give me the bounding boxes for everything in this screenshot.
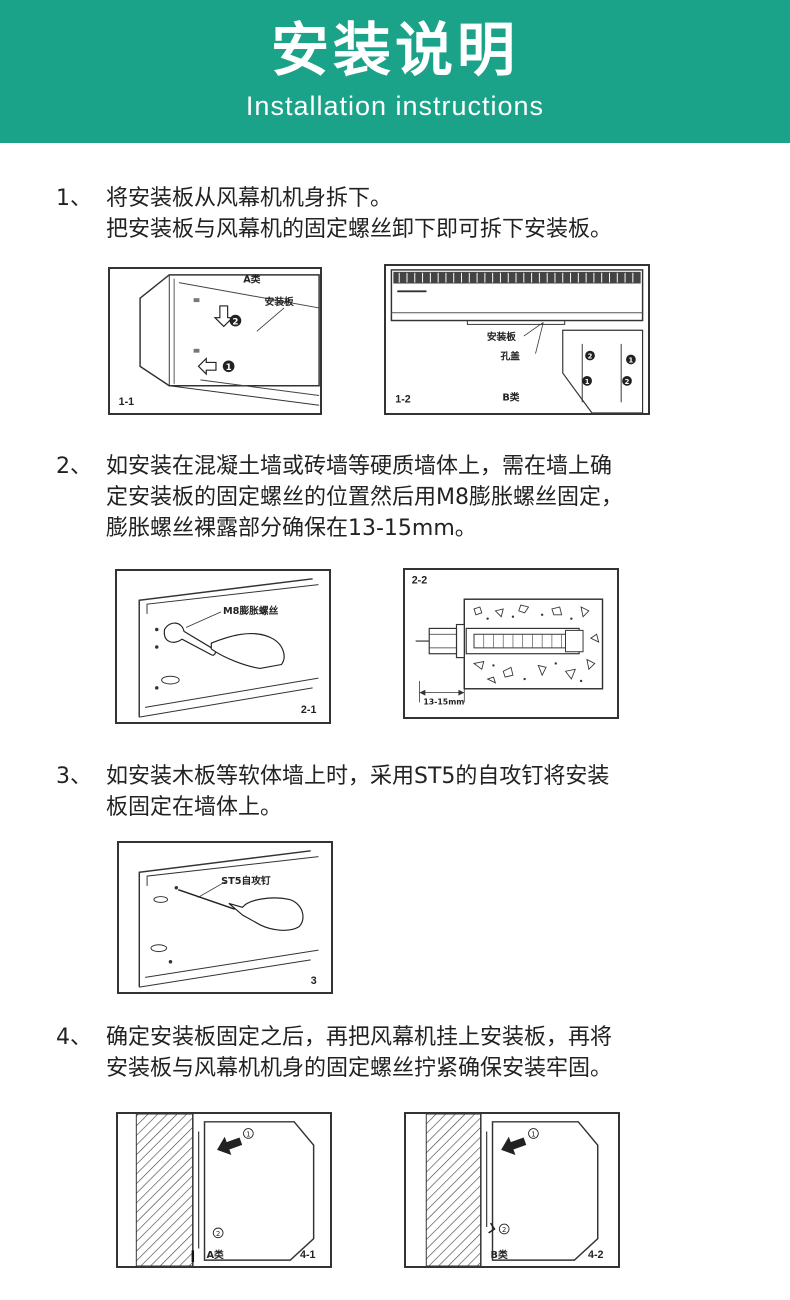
step-4-line-1: 4、确定安装板固定之后，再把风幕机挂上安装板，再将 [56,1022,756,1053]
step-2-line-2: 定安装板的固定螺丝的位置然后用M8膨胀螺丝固定， [106,485,623,510]
figure-2-2: 2-2 13-15mm [403,568,619,719]
figure-2-2-dimension: 13-15mm [423,697,464,706]
figure-1-1-type-label: A类 [243,273,261,286]
figure-1-2-callout-plate: 安装板 [487,330,516,343]
figure-4-2-id: 4-2 [588,1249,604,1261]
svg-text:2: 2 [232,317,238,327]
figure-3: ST5自攻钉 3 [117,841,333,994]
step-2: 2、如安装在混凝土墙或砖墙等硬质墙体上，需在墙上确 定安装板的固定螺丝的位置然后… [56,451,756,544]
figure-2-2-id: 2-2 [412,575,428,587]
svg-text:2: 2 [588,352,593,360]
figure-3-callout: ST5自攻钉 [221,874,271,887]
step-1-line-1: 1、将安装板从风幕机机身拆下。 [56,183,756,214]
figure-1-2: 2 1 1 2 安装板 孔盖 1-2 B类 [384,264,650,415]
svg-text:2: 2 [502,1226,506,1234]
figure-4-1: 1 2 A类 4-1 [116,1112,332,1268]
svg-text:1: 1 [585,378,590,386]
figure-1-1-callout: 安装板 [265,295,294,308]
step-2-line-1: 2、如安装在混凝土墙或砖墙等硬质墙体上，需在墙上确 [56,451,756,482]
figure-4-1-id: 4-1 [300,1249,316,1261]
figure-1-1: 2 1 A类 安装板 1-1 [108,267,322,415]
svg-text:2: 2 [625,378,630,386]
step-3-number: 3、 [56,764,92,789]
figure-4-2-drawing: 1 2 B类 4-2 [425,1114,604,1266]
figure-2-1-callout: M8膨胀螺丝 [223,604,279,617]
step-2-number: 2、 [56,454,92,479]
figure-1-2-id: 1-2 [395,393,411,405]
header-banner: 安装说明 Installation instructions [0,0,790,143]
step-1-number: 1、 [56,186,92,211]
figure-2-1: M8膨胀螺丝 2-1 [115,569,331,724]
step-4-number: 4、 [56,1025,92,1050]
step-4: 4、确定安装板固定之后，再把风幕机挂上安装板，再将 安装板与风幕机机身的固定螺丝… [56,1022,756,1084]
svg-text:1: 1 [226,363,232,373]
page-subtitle: Installation instructions [245,91,545,121]
step-3-line-1: 3、如安装木板等软体墙上时，采用ST5的自攻钉将安装 [56,761,756,792]
step-3-line-2: 板固定在墙体上。 [106,795,283,820]
step-3: 3、如安装木板等软体墙上时，采用ST5的自攻钉将安装 板固定在墙体上。 [56,761,756,823]
svg-text:2: 2 [216,1230,220,1238]
step-1: 1、将安装板从风幕机机身拆下。 把安装板与风幕机的固定螺丝卸下即可拆下安装板。 [56,183,756,245]
step-1-line-2: 把安装板与风幕机的固定螺丝卸下即可拆下安装板。 [106,217,613,242]
figure-4-1-drawing: 1 2 A类 4-1 [135,1114,316,1266]
figure-3-id: 3 [311,975,317,987]
figure-2-1-id: 2-1 [301,704,317,716]
svg-text:1: 1 [531,1130,535,1138]
svg-text:1: 1 [246,1130,250,1138]
figure-3-drawing: ST5自攻钉 3 [138,850,319,988]
figure-1-2-type-label: B类 [502,390,519,403]
figure-4-2-type-label: B类 [491,1248,508,1261]
step-2-line-3: 膨胀螺丝裸露部分确保在13-15mm。 [106,516,477,541]
figure-1-1-drawing: 2 1 A类 安装板 1-1 [119,273,320,408]
figure-2-2-drawing: 2-2 13-15mm [412,575,604,706]
figure-1-2-drawing: 2 1 1 2 安装板 孔盖 1-2 B类 [390,269,644,413]
page-title: 安装说明 [270,16,519,84]
figure-1-1-id: 1-1 [119,396,135,408]
svg-text:1: 1 [629,356,634,364]
figure-4-2: 1 2 B类 4-2 [404,1112,620,1268]
figure-4-1-type-label: A类 [206,1248,224,1261]
step-4-line-2: 安装板与风幕机机身的固定螺丝拧紧确保安装牢固。 [106,1056,613,1081]
figure-2-1-drawing: M8膨胀螺丝 2-1 [138,578,319,718]
figure-1-2-callout-cover: 孔盖 [500,349,520,362]
